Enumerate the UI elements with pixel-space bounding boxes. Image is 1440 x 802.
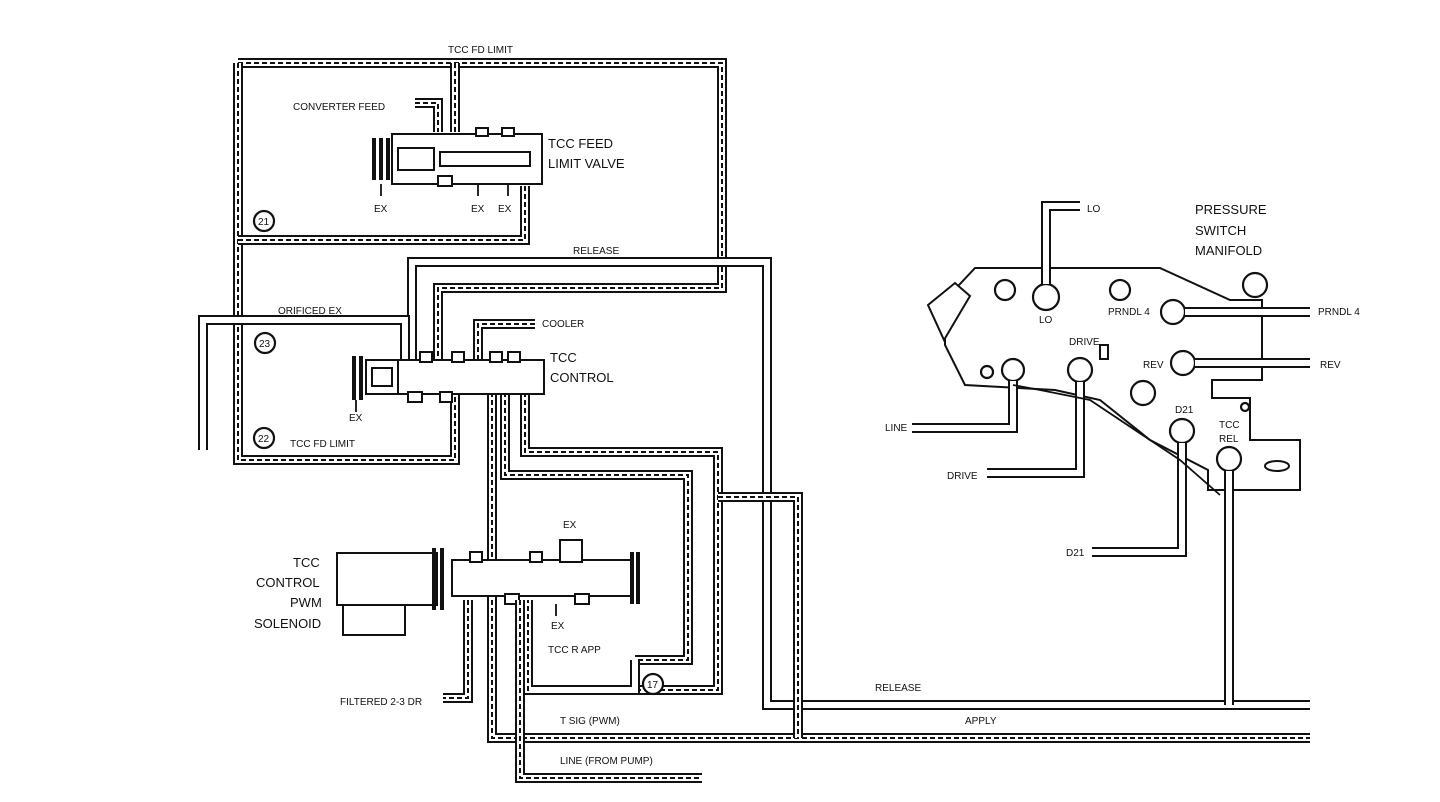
label-orifice-23: 23 bbox=[259, 339, 271, 350]
label-ex-control: EX bbox=[349, 413, 363, 424]
label-tcc-control-2: CONTROL bbox=[550, 370, 614, 385]
tcc-feed-limit-valve bbox=[372, 127, 543, 196]
port-d21 bbox=[1168, 417, 1196, 445]
label-orifice-17: 17 bbox=[647, 680, 659, 691]
label-drive-in: DRIVE bbox=[947, 471, 978, 482]
port-lo bbox=[1031, 282, 1061, 312]
label-manifold-title-2: SWITCH bbox=[1195, 223, 1246, 238]
port-drive bbox=[1066, 356, 1094, 384]
labels: TCC FD LIMIT CONVERTER FEED TCC FEED LIM… bbox=[254, 45, 1360, 767]
label-apply-bottom: APPLY bbox=[965, 716, 997, 727]
label-ex-1: EX bbox=[374, 204, 388, 215]
label-rev-port: REV bbox=[1143, 360, 1164, 371]
label-line-from-pump: LINE (FROM PUMP) bbox=[560, 756, 653, 767]
orifice-17-circle bbox=[641, 672, 665, 696]
orifice-markers bbox=[252, 209, 665, 696]
orifice-23-circle bbox=[253, 331, 277, 355]
pwm-solenoid-assembly bbox=[336, 539, 702, 783]
label-lo-port: LO bbox=[1039, 315, 1053, 326]
label-line-in: LINE bbox=[885, 423, 908, 434]
orifice-21-circle bbox=[252, 209, 276, 233]
label-solenoid-3: PWM bbox=[290, 595, 322, 610]
orifice-22-circle bbox=[252, 426, 276, 450]
label-cooler: COOLER bbox=[542, 319, 584, 330]
label-prndl4-right: PRNDL 4 bbox=[1318, 307, 1360, 318]
pressure-switch-manifold bbox=[912, 201, 1310, 705]
label-tcc-fd-limit-bottom: TCC FD LIMIT bbox=[290, 439, 355, 450]
label-d21-port: D21 bbox=[1175, 405, 1194, 416]
label-orificed-ex: ORIFICED EX bbox=[278, 306, 342, 317]
release-line bbox=[407, 257, 1310, 710]
label-drive-port: DRIVE bbox=[1069, 337, 1100, 348]
label-ex-2: EX bbox=[471, 204, 485, 215]
port-rev bbox=[1169, 349, 1197, 377]
label-tcc-fd-limit-top: TCC FD LIMIT bbox=[448, 45, 513, 56]
label-release-bottom: RELEASE bbox=[875, 683, 921, 694]
orificed-ex-line bbox=[198, 315, 410, 450]
label-tcc-rel-1: TCC bbox=[1219, 420, 1240, 431]
control-output-lines bbox=[487, 392, 1310, 743]
label-orifice-21: 21 bbox=[258, 217, 270, 228]
tcc-fd-limit-loop bbox=[233, 58, 727, 465]
port-line bbox=[1000, 357, 1026, 383]
label-d21-in: D21 bbox=[1066, 548, 1085, 559]
label-solenoid-ex-bottom: EX bbox=[551, 621, 565, 632]
label-manifold-title-3: MANIFOLD bbox=[1195, 243, 1262, 258]
label-solenoid-1: TCC bbox=[293, 555, 320, 570]
label-solenoid-ex-top: EX bbox=[563, 520, 577, 531]
label-filtered-2-3-dr: FILTERED 2-3 DR bbox=[340, 697, 422, 708]
label-t-sig-pwm: T SIG (PWM) bbox=[560, 716, 620, 727]
label-converter-feed: CONVERTER FEED bbox=[293, 102, 385, 113]
label-tcc-control-1: TCC bbox=[550, 350, 577, 365]
label-orifice-22: 22 bbox=[258, 434, 270, 445]
label-tcc-feed: TCC FEED bbox=[548, 136, 613, 151]
label-rev-right: REV bbox=[1320, 360, 1341, 371]
label-limit-valve: LIMIT VALVE bbox=[548, 156, 625, 171]
label-ex-3: EX bbox=[498, 204, 512, 215]
port-prndl4 bbox=[1159, 298, 1187, 326]
label-tcc-rel-2: REL bbox=[1219, 434, 1239, 445]
port-tcc-rel bbox=[1215, 445, 1243, 473]
label-solenoid-4: SOLENOID bbox=[254, 616, 321, 631]
label-manifold-title-1: PRESSURE bbox=[1195, 202, 1267, 217]
label-solenoid-2: CONTROL bbox=[256, 575, 320, 590]
cooler-line bbox=[473, 319, 535, 360]
label-prndl4-port: PRNDL 4 bbox=[1108, 307, 1150, 318]
label-lo-top: LO bbox=[1087, 204, 1101, 215]
tcc-control-valve bbox=[352, 351, 545, 412]
label-release-upper: RELEASE bbox=[573, 246, 619, 257]
label-tcc-r-app: TCC R APP bbox=[548, 645, 601, 656]
